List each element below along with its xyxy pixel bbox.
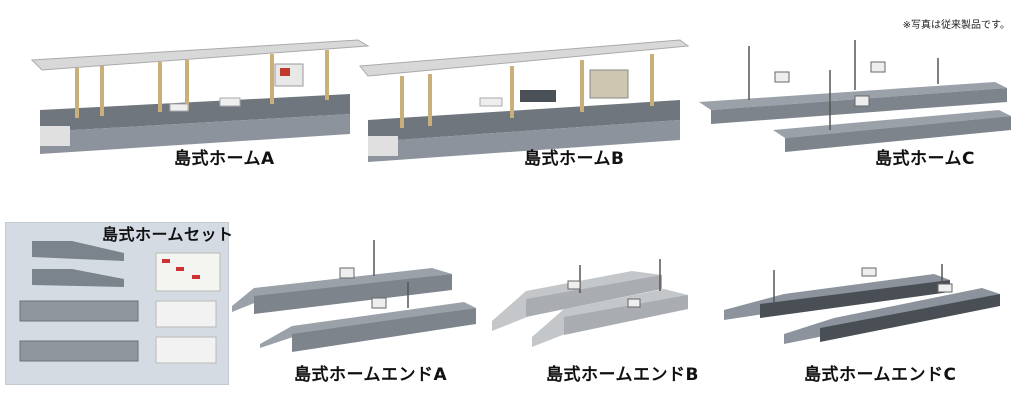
product-caption: 島式ホームA: [174, 149, 275, 169]
platform-end-a-image: [232, 240, 476, 352]
product-island-platform-end-c: 島式ホームエンドC: [724, 264, 1014, 390]
platform-c-image: [699, 40, 1011, 152]
note-text: ※写真は従来製品です。: [902, 20, 1010, 31]
platform-b-image: [359, 39, 690, 162]
product-island-platform-set: 島式ホームセット: [5, 222, 233, 385]
platform-a-image: [30, 39, 370, 154]
product-caption: 島式ホームエンドB: [546, 365, 699, 385]
product-island-platform-b: 島式ホームB: [359, 36, 700, 176]
product-caption: 島式ホームセット: [102, 225, 234, 244]
product-caption: 島式ホームC: [875, 149, 975, 169]
product-caption: 島式ホームB: [524, 149, 625, 169]
product-island-platform-c: 島式ホームC: [695, 40, 1015, 180]
product-island-platform-end-a: 島式ホームエンドA: [232, 240, 492, 390]
product-island-platform-a: 島式ホームA: [30, 36, 370, 176]
platform-set-image: [19, 241, 221, 364]
platform-end-b-image: [492, 259, 688, 347]
product-island-platform-end-b: 島式ホームエンドB: [492, 255, 712, 390]
product-caption: 島式ホームエンドC: [804, 365, 957, 385]
product-caption: 島式ホームエンドA: [294, 365, 448, 385]
platform-end-c-image: [724, 264, 1000, 344]
